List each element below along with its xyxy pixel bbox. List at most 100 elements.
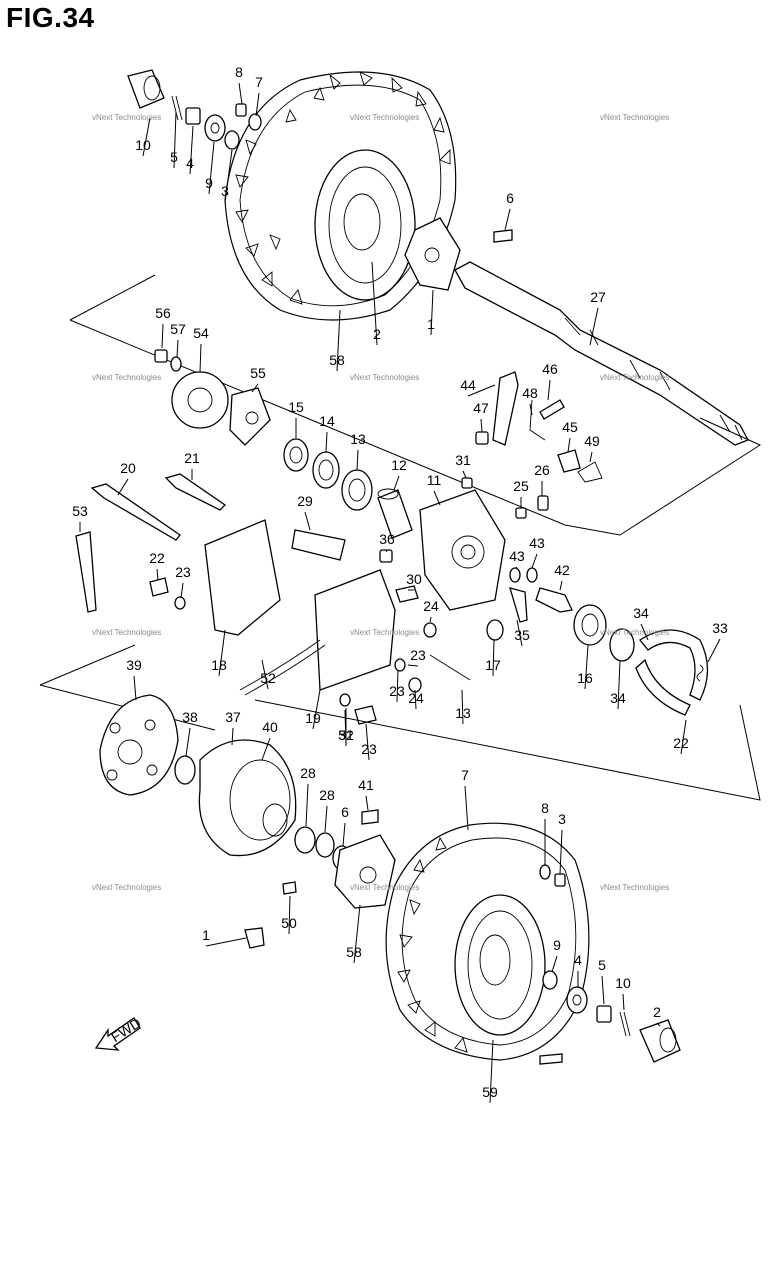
leader-line [356,449,359,471]
part-number-label: 58 [346,944,362,960]
part-number-label: 8 [235,64,243,80]
leader-line [117,478,129,496]
leader-line [707,638,721,663]
part-number-label: 13 [455,705,471,721]
part-number-label: 39 [126,657,142,673]
leader-line [288,895,291,935]
bolt-22-upper [149,577,169,597]
washer-3-bottom [542,970,558,990]
part-number-label: 11 [427,472,442,488]
leader-line [365,723,370,761]
leader-line [492,639,495,677]
watermarks: vNext Technologies vNext Technologies vN… [92,113,669,892]
spacer-28-a [315,832,335,858]
leader-line [414,689,417,710]
upper-hub-part-1 [404,217,461,291]
leader-line [464,785,469,831]
watermark: vNext Technologies [600,628,669,637]
leader-line [304,511,311,531]
bolt-30 [395,585,419,603]
part-number-label: 27 [590,289,606,305]
part-number-label: 16 [577,670,593,686]
watermark: vNext Technologies [350,628,419,637]
leader-line [142,117,151,157]
brake-shoe-33 [639,629,709,701]
part-number-label: 18 [211,657,227,673]
part-number-label: 49 [584,433,600,449]
part-number-label: 26 [534,462,550,478]
leader-line [365,795,369,811]
part-number-label: 30 [406,571,422,587]
leader-line [312,689,321,730]
brake-panel-38 [198,739,297,857]
lower-assembly [99,694,396,949]
part-number-label: 42 [554,562,570,578]
assembly-outline-top [69,274,762,536]
bolt-6-bottom [361,809,379,825]
part-number-label: 9 [553,937,561,953]
leader-line [261,737,271,761]
part-number-label: 4 [186,155,194,171]
leader-line [251,383,259,393]
part-number-label: 3 [558,811,566,827]
leader-line [385,549,388,553]
part-number-label: 43 [509,548,525,564]
watermark: vNext Technologies [92,373,161,382]
leader-line [515,566,518,569]
leader-line [640,623,649,641]
part-number-label: 51 [338,727,354,743]
part-number-label: 22 [673,735,689,751]
leader-line [238,82,243,105]
part-number-label: 34 [610,690,626,706]
part-number-label: 31 [455,452,471,468]
castle-nut-4-bottom [596,1005,612,1023]
part-number-label: 23 [175,564,191,580]
part-number-label: 12 [391,457,407,473]
seal-40 [294,826,316,854]
part-number-label: 36 [379,531,395,547]
part-number-label: 19 [305,710,321,726]
bushing-45 [557,449,581,473]
part-number-label: 1 [427,316,435,332]
cotter-pin-5-top [171,95,183,121]
bracket-29 [291,529,346,561]
leader-line [325,431,328,453]
leader-line [208,141,215,195]
leader-line [547,379,551,401]
part-number-label: 34 [633,605,649,621]
part-number-label: 37 [225,709,241,725]
bolt-22-lower [354,705,377,725]
leader-line [559,580,563,591]
leader-line [480,418,483,433]
leader-line [430,289,434,336]
part-number-label: 7 [461,767,469,783]
frame-bracket-18 [204,519,281,636]
leader-line [551,955,558,973]
pin-26 [537,495,549,511]
washer-43-a [509,567,521,583]
leader-line [161,323,164,349]
leader-line [199,343,202,373]
leader-line [189,125,194,175]
part-number-label: 55 [250,365,266,381]
part-number-label: 24 [408,690,424,706]
part-number-label: 5 [170,149,178,165]
figure-title: FIG.34 [6,2,95,33]
part-number-label: 7 [255,74,263,90]
upper-tire-group [224,71,461,321]
leader-line [173,111,177,169]
seal-16 [609,628,635,662]
nut-25 [515,507,527,519]
watermark: vNext Technologies [350,373,419,382]
part-number-label: 3 [221,183,229,199]
screw-41 [282,881,297,895]
sprocket-54 [171,371,229,429]
leader-line [567,437,571,453]
part-number-label: 28 [300,765,316,781]
sprocket-hub-55 [229,387,271,446]
tool-53 [75,531,97,613]
leader-line [231,727,234,746]
lower-tire-group [385,822,590,1061]
